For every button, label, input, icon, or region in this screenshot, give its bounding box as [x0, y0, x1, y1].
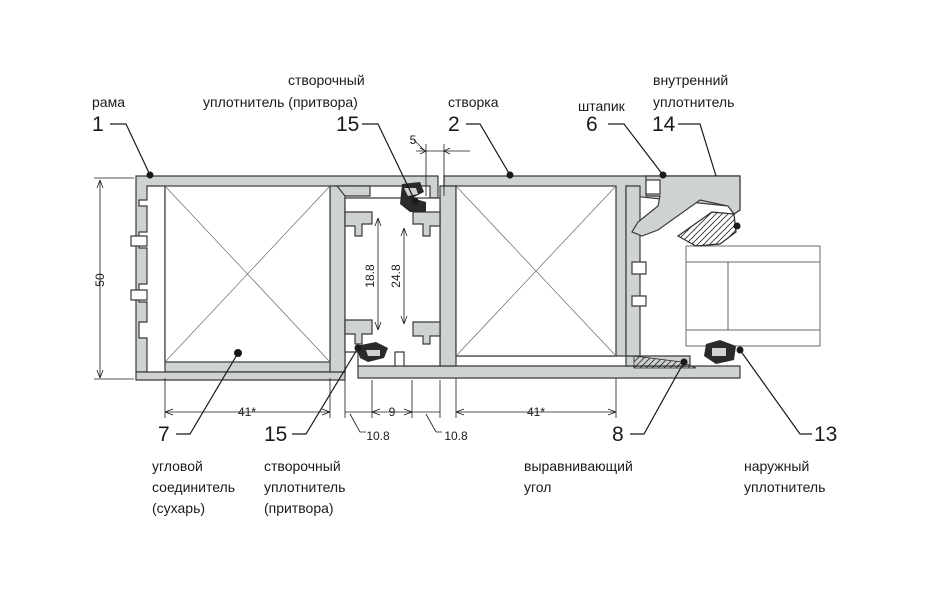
callout-label-sash: створка — [448, 94, 499, 110]
callout-number-leveling-corner: 8 — [612, 423, 624, 446]
dimension-lines — [94, 139, 617, 433]
callout-label-leveling-corner-2: угол — [524, 479, 552, 495]
callout-number-sash-gasket-bottom: 15 — [264, 423, 288, 446]
callout-label-sash-gasket-bottom-3: (притвора) — [264, 500, 334, 516]
callout-label-inner-gasket-2: уплотнитель — [653, 94, 735, 110]
dim-gap-top: 5 — [410, 133, 417, 147]
callout-label-sash-gasket-bottom-1: створочный — [264, 458, 341, 474]
callout-label-corner-connector-3: (сухарь) — [152, 500, 206, 516]
callout-number-frame: 1 — [92, 113, 104, 136]
callout-label-corner-connector-1: угловой — [152, 458, 203, 474]
glazing-bead — [631, 175, 741, 237]
callout-number-inner-gasket: 14 — [652, 113, 676, 136]
frame-cavity — [164, 185, 331, 363]
dim-offset-left: 10.8 — [366, 429, 390, 443]
dim-inner-b: 24.8 — [389, 264, 403, 288]
callout-label-corner-connector-2: соединитель — [152, 479, 236, 495]
callout-label-frame: рама — [92, 94, 125, 110]
leader-lines — [110, 123, 812, 435]
dim-inner-a: 18.8 — [363, 264, 377, 288]
dim-cavity-left: 41* — [238, 405, 256, 419]
callout-label-sash-gasket-top-1: створочный — [288, 72, 365, 88]
dimension-text: 50 5 18.8 24.8 41* 41* 9 10.8 10.8 — [93, 133, 545, 443]
callout-label-sash-gasket-top-2: уплотнитель (притвора) — [203, 94, 358, 110]
thermal-break-lugs — [344, 211, 441, 345]
callout-label-bead: штапик — [578, 98, 625, 114]
frame-grooves — [130, 235, 148, 301]
callout-number-sash-gasket-top: 15 — [336, 113, 360, 136]
dim-height: 50 — [93, 273, 107, 287]
callout-number-sash: 2 — [448, 113, 460, 136]
dim-mid-gap: 9 — [389, 405, 396, 419]
callout-label-inner-gasket-1: внутренний — [653, 72, 729, 88]
callout-number-corner-connector: 7 — [158, 423, 170, 446]
dim-cavity-right: 41* — [527, 405, 545, 419]
callout-label-outer-gasket-1: наружный — [744, 458, 810, 474]
dim-offset-right: 10.8 — [444, 429, 468, 443]
callout-label-outer-gasket-2: уплотнитель — [744, 479, 826, 495]
callout-number-outer-gasket: 13 — [814, 423, 838, 446]
gaskets — [356, 182, 737, 369]
callout-label-leveling-corner-1: выравнивающий — [524, 458, 633, 474]
sash-grooves — [631, 261, 647, 307]
callout-label-sash-gasket-bottom-2: уплотнитель — [264, 479, 346, 495]
glass-unit — [685, 245, 821, 347]
callout-number-bead: 6 — [586, 113, 598, 136]
sash-cavity — [455, 185, 617, 357]
